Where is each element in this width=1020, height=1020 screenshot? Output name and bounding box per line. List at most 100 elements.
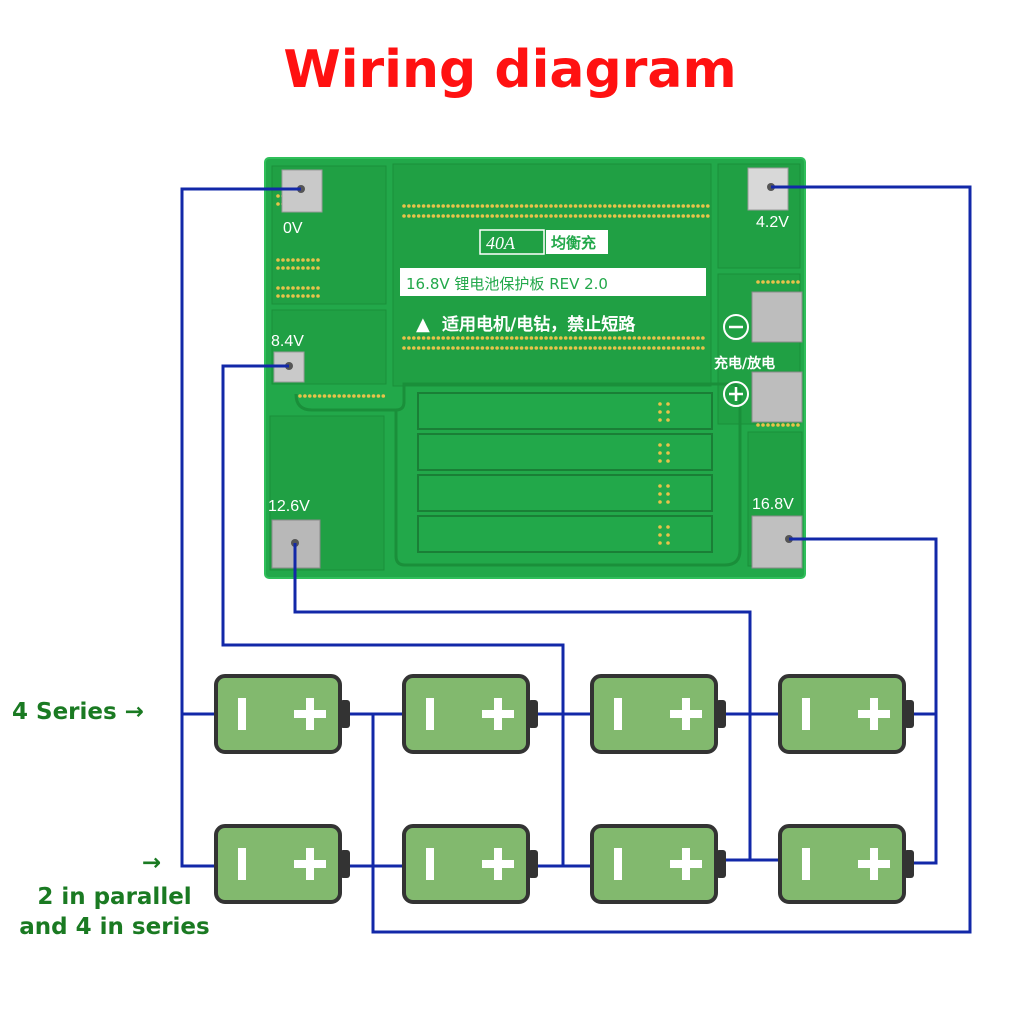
via-dot (796, 423, 800, 427)
via-dot (306, 286, 310, 290)
via-dot (276, 194, 280, 198)
via-dot (666, 533, 670, 537)
via-dot (416, 204, 421, 208)
via-dot (421, 214, 426, 218)
via-dot (642, 204, 646, 208)
mosfet-bars (417, 392, 713, 553)
via-dot (612, 214, 617, 218)
via-dot (612, 204, 617, 208)
via-dot (524, 214, 529, 218)
via-dot (421, 336, 426, 340)
via-dot (593, 346, 597, 350)
via-dot (612, 336, 617, 340)
via-dot (622, 346, 627, 350)
via-dot (701, 214, 705, 218)
via-dot (337, 394, 342, 398)
battery-minus-icon (426, 698, 434, 730)
via-dot (431, 214, 436, 218)
via-dot (671, 214, 676, 218)
via-dot (416, 214, 421, 218)
via-dot (563, 214, 568, 218)
pad-charge-minus (751, 291, 803, 343)
via-dot (431, 346, 436, 350)
via-dot (706, 214, 710, 218)
via-dot (578, 214, 583, 218)
via-dot (436, 346, 441, 350)
via-dot (441, 204, 446, 208)
via-dot (301, 266, 305, 270)
via-dot (441, 346, 446, 350)
via-dot (658, 402, 662, 406)
battery-cell (402, 674, 538, 754)
via-dot (598, 204, 602, 208)
via-dot (686, 346, 690, 350)
via-dot (519, 204, 524, 208)
via-dot (701, 346, 705, 350)
via-dot (461, 214, 465, 218)
via-dot (666, 204, 671, 208)
via-dot (696, 204, 700, 208)
via-dot (661, 204, 666, 208)
via-dot (658, 459, 662, 463)
via-dot (691, 214, 695, 218)
rating-box (479, 229, 545, 255)
via-dot (796, 280, 800, 284)
via-dot (771, 423, 775, 427)
via-dot (456, 346, 460, 350)
via-dot (436, 204, 441, 208)
via-dot (514, 336, 519, 340)
via-dot (456, 336, 460, 340)
battery-cell (402, 824, 538, 904)
via-dot (658, 500, 662, 504)
model-box (400, 268, 706, 296)
via-dot (563, 204, 568, 208)
via-dot (603, 346, 607, 350)
battery-plus-icon (682, 848, 690, 880)
via-dot (666, 541, 670, 545)
via-dot (316, 294, 320, 298)
via-dot (381, 394, 386, 398)
via-dot (298, 394, 302, 398)
warning-icon: ▲ (416, 314, 430, 335)
battery-plus-icon (494, 698, 502, 730)
via-dot (412, 214, 416, 218)
battery-plus-icon (870, 848, 878, 880)
via-dot (617, 336, 622, 340)
via-dot (617, 214, 622, 218)
via-dot (756, 280, 760, 284)
via-dot (791, 423, 795, 427)
battery-terminal (716, 850, 726, 878)
wires (180, 185, 972, 934)
battery-cell (214, 824, 350, 904)
via-dot (534, 214, 539, 218)
via-dot (470, 336, 475, 340)
via-dot (657, 214, 661, 218)
via-dot (480, 336, 485, 340)
via-dot (412, 346, 416, 350)
model-label: 16.8V 锂电池保护板 REV 2.0 (406, 275, 608, 293)
via-dot (666, 484, 670, 488)
via-dot (666, 346, 671, 350)
via-dot (666, 418, 670, 422)
battery-plus-icon (306, 848, 314, 880)
via-dot (441, 336, 446, 340)
via-dot (666, 336, 671, 340)
via-dot (593, 336, 597, 340)
via-dot (544, 336, 548, 340)
via-dot (666, 525, 670, 529)
via-dot (603, 204, 607, 208)
via-dot (475, 346, 480, 350)
via-dot (637, 204, 641, 208)
via-dot (317, 394, 322, 398)
via-dot (686, 336, 690, 340)
via-dot (296, 258, 300, 262)
via-dot (514, 346, 519, 350)
via-dot (510, 336, 514, 340)
via-dot (505, 336, 509, 340)
via-dot (352, 394, 356, 398)
via-dot (407, 336, 411, 340)
via-dot (658, 443, 662, 447)
via-dot (303, 394, 307, 398)
via-dot (568, 204, 573, 208)
balance-box (546, 230, 608, 254)
